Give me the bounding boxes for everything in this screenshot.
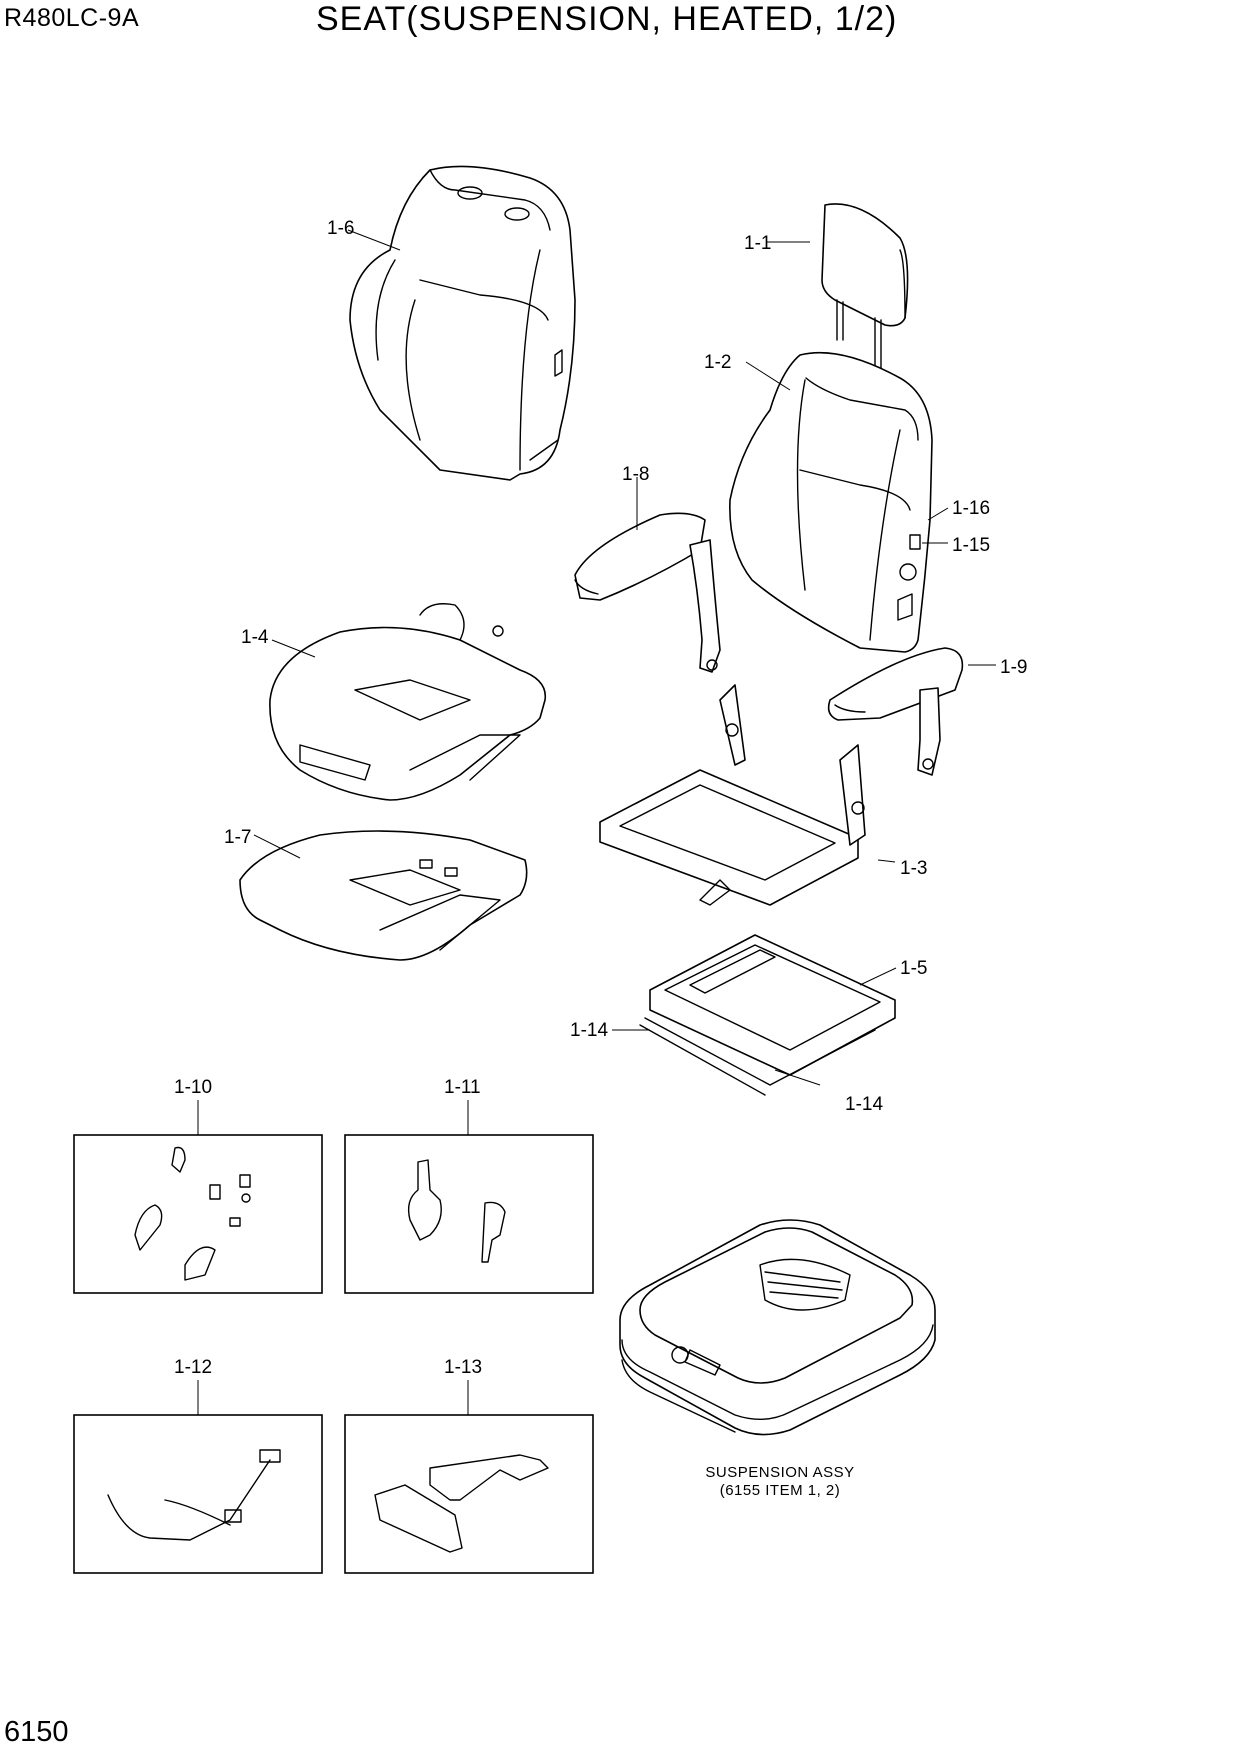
- kit-box-1-12: [73, 1380, 323, 1574]
- suspension-caption-line2: (6155 ITEM 1, 2): [720, 1482, 841, 1499]
- callout-1-14-right: 1-14: [845, 1094, 883, 1115]
- suspension-caption-line1: SUSPENSION ASSY: [705, 1464, 854, 1481]
- seat-cushion-part: [239, 830, 528, 961]
- callout-1-15: 1-15: [952, 535, 990, 556]
- callout-1-1: 1-1: [744, 233, 771, 254]
- callout-1-13: 1-13: [444, 1357, 482, 1378]
- seat-cushion-heated-part: [269, 603, 547, 801]
- callout-1-12: 1-12: [174, 1357, 212, 1378]
- callout-1-9: 1-9: [1000, 657, 1027, 678]
- right-armrest-part: [827, 647, 996, 776]
- callout-1-10: 1-10: [174, 1077, 212, 1098]
- callout-1-3: 1-3: [900, 858, 927, 879]
- left-armrest-part: [574, 477, 721, 673]
- callout-1-4: 1-4: [241, 627, 269, 648]
- seat-frame-part: [599, 684, 896, 906]
- callout-1-8: 1-8: [622, 464, 649, 485]
- kit-box-1-13: [344, 1380, 594, 1574]
- seat-back-cover-part: [347, 165, 576, 481]
- callout-1-5: 1-5: [900, 958, 927, 979]
- callout-1-7: 1-7: [224, 827, 251, 848]
- callout-1-11: 1-11: [444, 1077, 481, 1098]
- seat-rail-part: [612, 934, 897, 1096]
- model-number: R480LC-9A: [4, 4, 140, 32]
- page-title: SEAT(SUSPENSION, HEATED, 1/2): [316, 0, 898, 38]
- callout-1-6: 1-6: [327, 218, 354, 239]
- headrest-part: [766, 203, 909, 376]
- callout-1-14-left: 1-14: [570, 1020, 608, 1041]
- seat-back-assembly-part: [729, 351, 949, 653]
- callout-1-2: 1-2: [704, 352, 731, 373]
- kit-box-1-10: [73, 1100, 323, 1294]
- suspension-assembly-part: [619, 1219, 936, 1436]
- callout-1-16: 1-16: [952, 498, 990, 519]
- page-number: 6150: [4, 1716, 69, 1748]
- kit-box-1-11: [344, 1100, 594, 1294]
